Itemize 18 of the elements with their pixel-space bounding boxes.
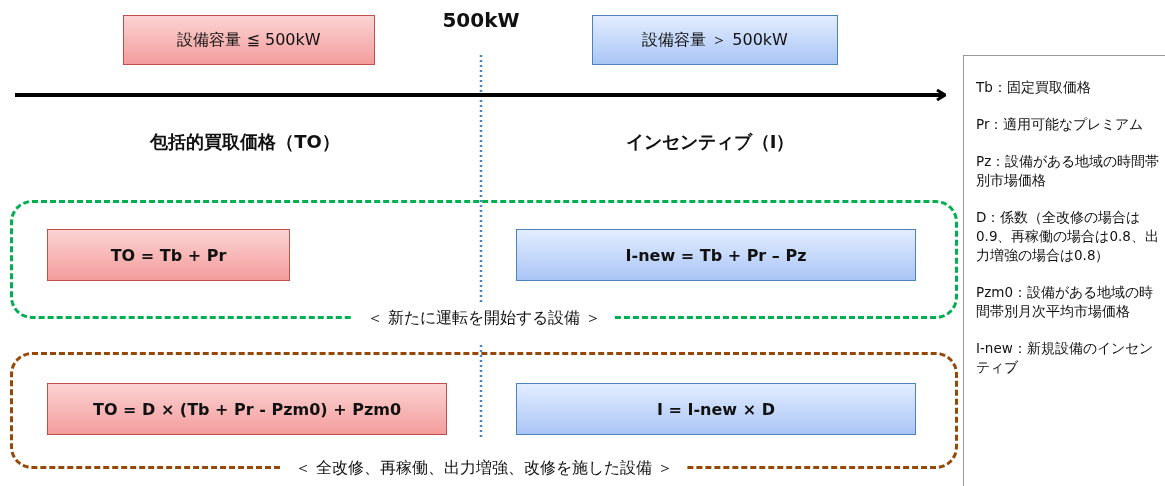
value-label: 500kW <box>442 8 520 32</box>
column-heading: 包括的買取価格（TO） <box>150 130 340 154</box>
capacity-box: 設備容量 ≦ 500kW <box>123 15 375 65</box>
group-label: ＜ 全改修、再稼働、出力増強、改修を施した設備 ＞ <box>280 458 688 479</box>
formula-box: TO = Tb + Pr <box>47 229 290 281</box>
definition-panel <box>963 55 1165 486</box>
group-label: ＜ 新たに運転を開始する設備 ＞ <box>352 308 616 329</box>
formula-box: I = I-new × D <box>516 383 916 435</box>
capacity-box: 設備容量 ＞ 500kW <box>592 15 838 65</box>
definition-text: I-new：新規設備のインセンティブ <box>976 339 1154 377</box>
definition-text: D：係数（全改修の場合は0.9、再稼働の場合は0.8、出力増強の場合は0.8） <box>976 208 1160 265</box>
definition-text: Pz：設備がある地域の時間帯別市場価格 <box>976 152 1160 190</box>
formula-box: I-new = Tb + Pr – Pz <box>516 229 916 281</box>
column-heading: インセンティブ（I） <box>625 130 795 154</box>
definition-text: Pr：適用可能なプレミアム <box>976 115 1145 134</box>
formula-box: TO = D × (Tb + Pr - Pzm0) + Pzm0 <box>47 383 447 435</box>
definition-text: Tb：固定買取価格 <box>976 78 1092 97</box>
definition-text: Pzm0：設備がある地域の時間帯別月次平均市場価格 <box>976 283 1154 321</box>
